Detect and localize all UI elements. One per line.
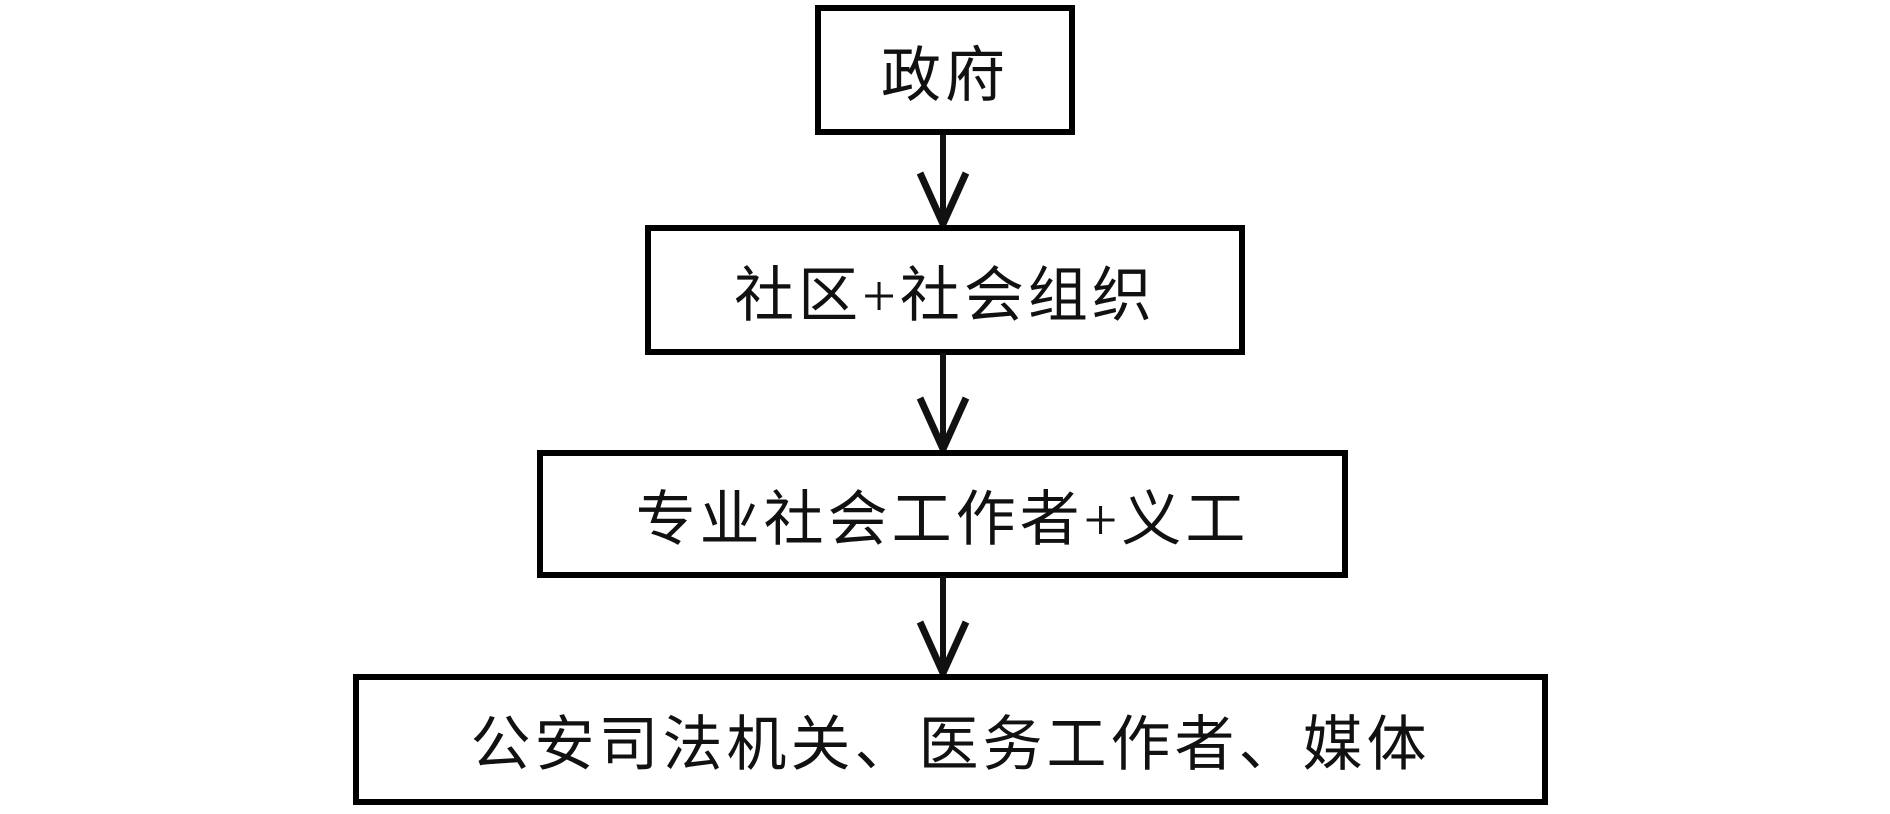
node-label-social-workers-volunteers: 专业社会工作者+义工 bbox=[635, 486, 1250, 553]
node-label-community-social-orgs: 社区+社会组织 bbox=[734, 262, 1156, 329]
flowchart-node-social-workers-volunteers: 专业社会工作者+义工 bbox=[537, 450, 1348, 578]
arrow-down-icon bbox=[913, 576, 973, 676]
arrow-down-icon bbox=[913, 353, 973, 452]
flowchart-node-community-social-orgs: 社区+社会组织 bbox=[645, 225, 1245, 355]
arrow-down-icon bbox=[913, 135, 973, 227]
node-label-government: 政府 bbox=[881, 42, 1009, 109]
flowchart-node-justice-medical-media: 公安司法机关、医务工作者、媒体 bbox=[353, 674, 1548, 805]
node-label-justice-medical-media: 公安司法机关、医务工作者、媒体 bbox=[470, 712, 1431, 778]
flowchart-node-government: 政府 bbox=[815, 5, 1075, 135]
